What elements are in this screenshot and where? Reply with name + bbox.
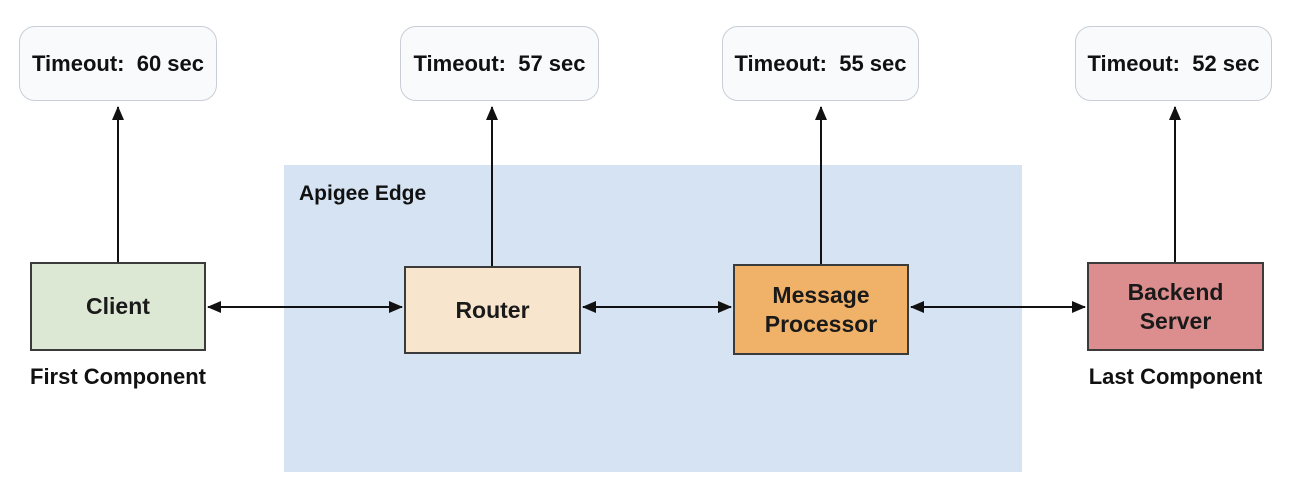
apigee-edge-container: Apigee Edge	[284, 165, 1022, 472]
apigee-edge-label: Apigee Edge	[299, 182, 427, 205]
timeout-badge-router-label: Timeout: 57 sec	[413, 50, 586, 76]
last-component-caption: Last Component	[1088, 364, 1263, 389]
timeout-badge-backend-server: Timeout: 52 sec	[1075, 26, 1272, 101]
node-router-label: Router	[455, 296, 530, 323]
timeout-badge-backend-server-label: Timeout: 52 sec	[1087, 50, 1260, 76]
timeout-badge-message-processor: Timeout: 55 sec	[722, 26, 919, 101]
node-backend-server-label: Backend Server	[1127, 278, 1224, 334]
first-component-caption: First Component	[30, 364, 206, 389]
node-client: Client	[30, 262, 206, 351]
node-message-processor-label: Message Processor	[764, 281, 878, 337]
node-backend-server: Backend Server	[1087, 262, 1264, 351]
node-message-processor: Message Processor	[733, 264, 909, 355]
node-client-label: Client	[86, 293, 150, 320]
timeout-badge-message-processor-label: Timeout: 55 sec	[734, 50, 907, 76]
node-router: Router	[404, 266, 581, 354]
timeout-badge-client-label: Timeout: 60 sec	[32, 50, 204, 76]
timeout-badge-client: Timeout: 60 sec	[19, 26, 217, 101]
timeout-badge-router: Timeout: 57 sec	[400, 26, 599, 101]
